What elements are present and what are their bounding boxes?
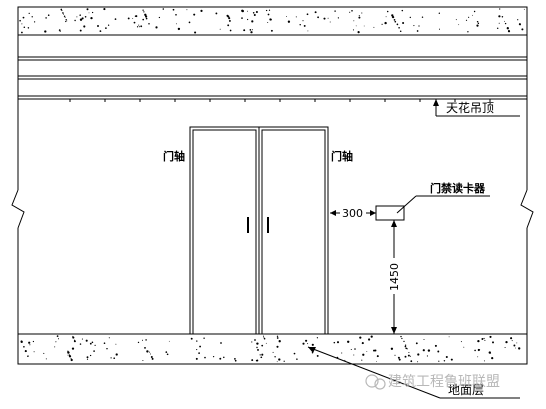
dimension-1450: 1450 xyxy=(388,263,401,291)
watermark: 建筑工程鲁班联盟 xyxy=(365,374,500,390)
door-axis-label-left: 门轴 xyxy=(163,149,185,163)
ceiling-label: 天花吊顶 xyxy=(446,100,494,115)
card-reader-label: 门禁读卡器 xyxy=(430,181,486,195)
double-door xyxy=(189,126,329,335)
wall-outline xyxy=(11,7,534,364)
floor-leader xyxy=(307,346,520,399)
concrete-hatch xyxy=(19,8,525,34)
card-reader xyxy=(375,205,405,221)
concrete-hatch xyxy=(20,335,521,363)
floor-label: 地面层 xyxy=(448,383,484,397)
ceiling-leader xyxy=(433,99,520,117)
door-handle-right xyxy=(267,217,269,233)
suspended-ceiling xyxy=(18,56,527,102)
card-reader-leader xyxy=(396,195,490,214)
watermark-text: 建筑工程鲁班联盟 xyxy=(388,374,500,390)
floor-slab xyxy=(17,333,528,365)
ceiling-slab xyxy=(17,6,528,36)
dimension-300: 300 xyxy=(342,207,363,220)
door-axis-label-right: 门轴 xyxy=(331,149,353,163)
dimension-horizontal xyxy=(330,210,376,216)
door-handle-left xyxy=(247,217,249,233)
